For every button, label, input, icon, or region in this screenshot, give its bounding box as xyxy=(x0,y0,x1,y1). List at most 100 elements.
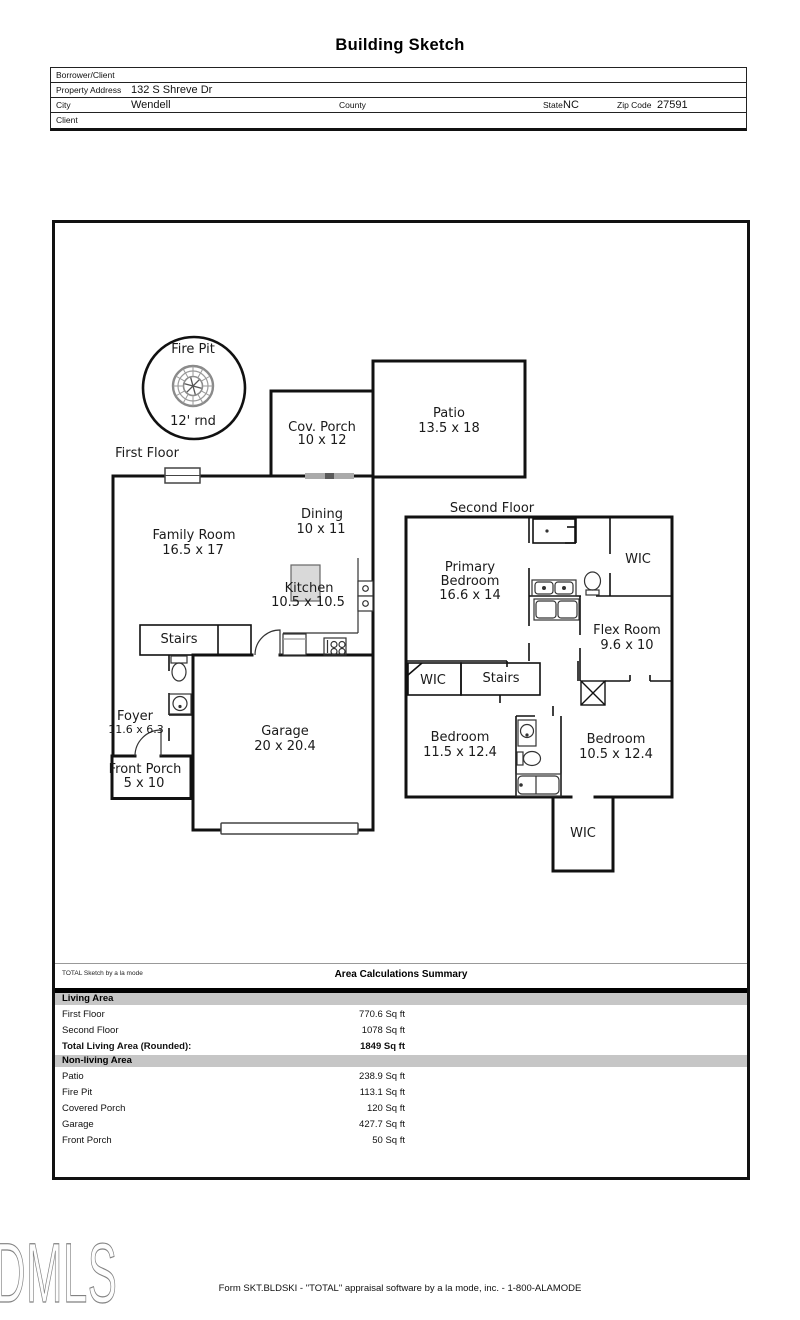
bedroom-left-dim: 11.5 x 12.4 xyxy=(423,745,497,760)
state-value: NC xyxy=(563,99,579,111)
foyer-dim: 11.6 x 6.3 xyxy=(108,723,164,736)
property-address-value: 132 S Shreve Dr xyxy=(131,84,213,96)
stairs-first-label: Stairs xyxy=(160,632,198,647)
page-title: Building Sketch xyxy=(335,36,465,54)
family-room-dim: 16.5 x 17 xyxy=(162,543,224,558)
garage-door-icon xyxy=(220,822,359,835)
property-info-table: Borrower/Client Property Address 132 S S… xyxy=(50,67,747,131)
stairs-second-label: Stairs xyxy=(482,671,520,686)
cov-porch-dim: 10 x 12 xyxy=(297,433,347,448)
toilet-icon-hall-bath xyxy=(516,750,542,767)
sink-icon-hall-bath xyxy=(517,719,537,747)
front-porch-label: Front Porch xyxy=(108,762,182,777)
front-porch-dim: 5 x 10 xyxy=(123,776,165,791)
powder-sink-icon xyxy=(168,693,192,715)
toilet-icon-upper xyxy=(583,571,602,596)
city-state-zip-row: City Wendell County State NC Zip Code 27… xyxy=(51,98,746,113)
porch-window-icon xyxy=(305,473,354,479)
row-value: 427.7 Sq ft xyxy=(359,1119,405,1130)
floor-plan-drawing xyxy=(110,335,674,873)
row-value: 770.6 Sq ft xyxy=(359,1009,405,1020)
summary-row: 113.1 Sq ft Fire Pit xyxy=(55,1085,747,1101)
sketch-area: Fire Pit 12' rnd First Floor Cov. Porch … xyxy=(52,220,750,1180)
row-label: Fire Pit xyxy=(62,1087,93,1098)
window-icon xyxy=(164,467,201,484)
first-floor-interior-walls xyxy=(139,624,252,741)
summary-title: Area Calculations Summary xyxy=(334,969,468,980)
zip-label: Zip Code xyxy=(617,100,652,110)
row-value: 238.9 Sq ft xyxy=(359,1071,405,1082)
bedroom-left-label: Bedroom xyxy=(430,730,490,745)
summary-header: TOTAL Sketch by a la mode Area Calculati… xyxy=(55,964,747,988)
wic-upper-label: WIC xyxy=(625,552,651,567)
borrower-row: Borrower/Client xyxy=(51,68,746,83)
county-label: County xyxy=(339,100,366,110)
kitchen-dim: 10.5 x 10.5 xyxy=(271,595,345,610)
flex-room-label: Flex Room xyxy=(593,623,661,638)
second-floor-interior-walls xyxy=(406,517,672,797)
fire-pit-icon xyxy=(141,335,247,441)
dmls-watermark: DMLS xyxy=(0,1226,118,1320)
row-label: Garage xyxy=(62,1119,94,1130)
summary-row: 770.6 Sq ft First Floor xyxy=(55,1007,747,1023)
cov-porch-label: Cov. Porch xyxy=(288,420,356,435)
summary-row: 238.9 Sq ft Patio xyxy=(55,1069,747,1085)
state-label: State xyxy=(543,100,563,110)
refrigerator-icon xyxy=(282,633,307,656)
living-area-section-header: Living Area xyxy=(55,993,747,1005)
row-label: Covered Porch xyxy=(62,1103,126,1114)
property-address-label: Property Address xyxy=(56,85,122,95)
row-value: 1849 Sq ft xyxy=(360,1041,405,1052)
row-label: Front Porch xyxy=(62,1135,112,1146)
kitchen-sink-icon xyxy=(357,580,374,612)
garage-label: Garage xyxy=(261,724,309,739)
software-attribution: TOTAL Sketch by a la mode xyxy=(62,970,143,977)
door-arc-icon xyxy=(134,629,281,757)
bedroom-right-dim: 10.5 x 12.4 xyxy=(579,747,653,762)
garage-dim: 20 x 20.4 xyxy=(254,739,316,754)
primary-bedroom-label-2: Bedroom xyxy=(440,574,500,589)
borrower-label: Borrower/Client xyxy=(56,70,115,80)
row-value: 120 Sq ft xyxy=(366,1103,405,1114)
dining-dim: 10 x 11 xyxy=(296,522,346,537)
double-sink-vanity-icon xyxy=(531,579,577,597)
first-floor-label: First Floor xyxy=(115,446,179,461)
powder-toilet-icon xyxy=(170,655,188,682)
property-address-row: Property Address 132 S Shreve Dr xyxy=(51,83,746,98)
row-value: 50 Sq ft xyxy=(372,1135,405,1146)
row-value: 1078 Sq ft xyxy=(361,1025,405,1036)
foyer-label: Foyer xyxy=(116,709,154,724)
primary-bedroom-label-1: Primary xyxy=(444,560,496,575)
nonliving-area-section-header: Non-living Area xyxy=(55,1055,747,1067)
footer-form-line: Form SKT.BLDSKI - "TOTAL" appraisal soft… xyxy=(218,1283,582,1294)
summary-total-row: 1849 Sq ft Total Living Area (Rounded): xyxy=(55,1039,747,1055)
client-label: Client xyxy=(56,115,78,125)
tub-icon-hall-bath xyxy=(515,773,562,797)
summary-row: 50 Sq ft Front Porch xyxy=(55,1133,747,1149)
wic-bottom-label: WIC xyxy=(570,826,596,841)
wic-hall-label: WIC xyxy=(420,673,446,688)
kitchen-island xyxy=(290,564,321,602)
summary-divider-bar xyxy=(55,988,747,993)
linen-closet-icon xyxy=(580,680,606,706)
bedroom-right-label: Bedroom xyxy=(586,732,646,747)
tub-icon-upper xyxy=(533,598,580,621)
city-label: City xyxy=(56,100,71,110)
row-value: 113.1 Sq ft xyxy=(359,1087,405,1098)
kitchen-label: Kitchen xyxy=(284,581,334,596)
second-floor-walls xyxy=(404,515,674,873)
stove-icon xyxy=(323,637,347,656)
primary-bedroom-dim: 16.6 x 14 xyxy=(439,588,501,603)
second-floor-label: Second Floor xyxy=(449,501,535,516)
row-label: Second Floor xyxy=(62,1025,119,1036)
family-room-label: Family Room xyxy=(152,528,236,543)
summary-row: 427.7 Sq ft Garage xyxy=(55,1117,747,1133)
summary-row: 120 Sq ft Covered Porch xyxy=(55,1101,747,1117)
shower-icon xyxy=(545,529,549,533)
row-label: Patio xyxy=(62,1071,84,1082)
row-label: Total Living Area (Rounded): xyxy=(62,1041,192,1052)
city-value: Wendell xyxy=(131,99,171,111)
patio-label: Patio xyxy=(433,406,465,421)
dining-label: Dining xyxy=(301,507,343,522)
